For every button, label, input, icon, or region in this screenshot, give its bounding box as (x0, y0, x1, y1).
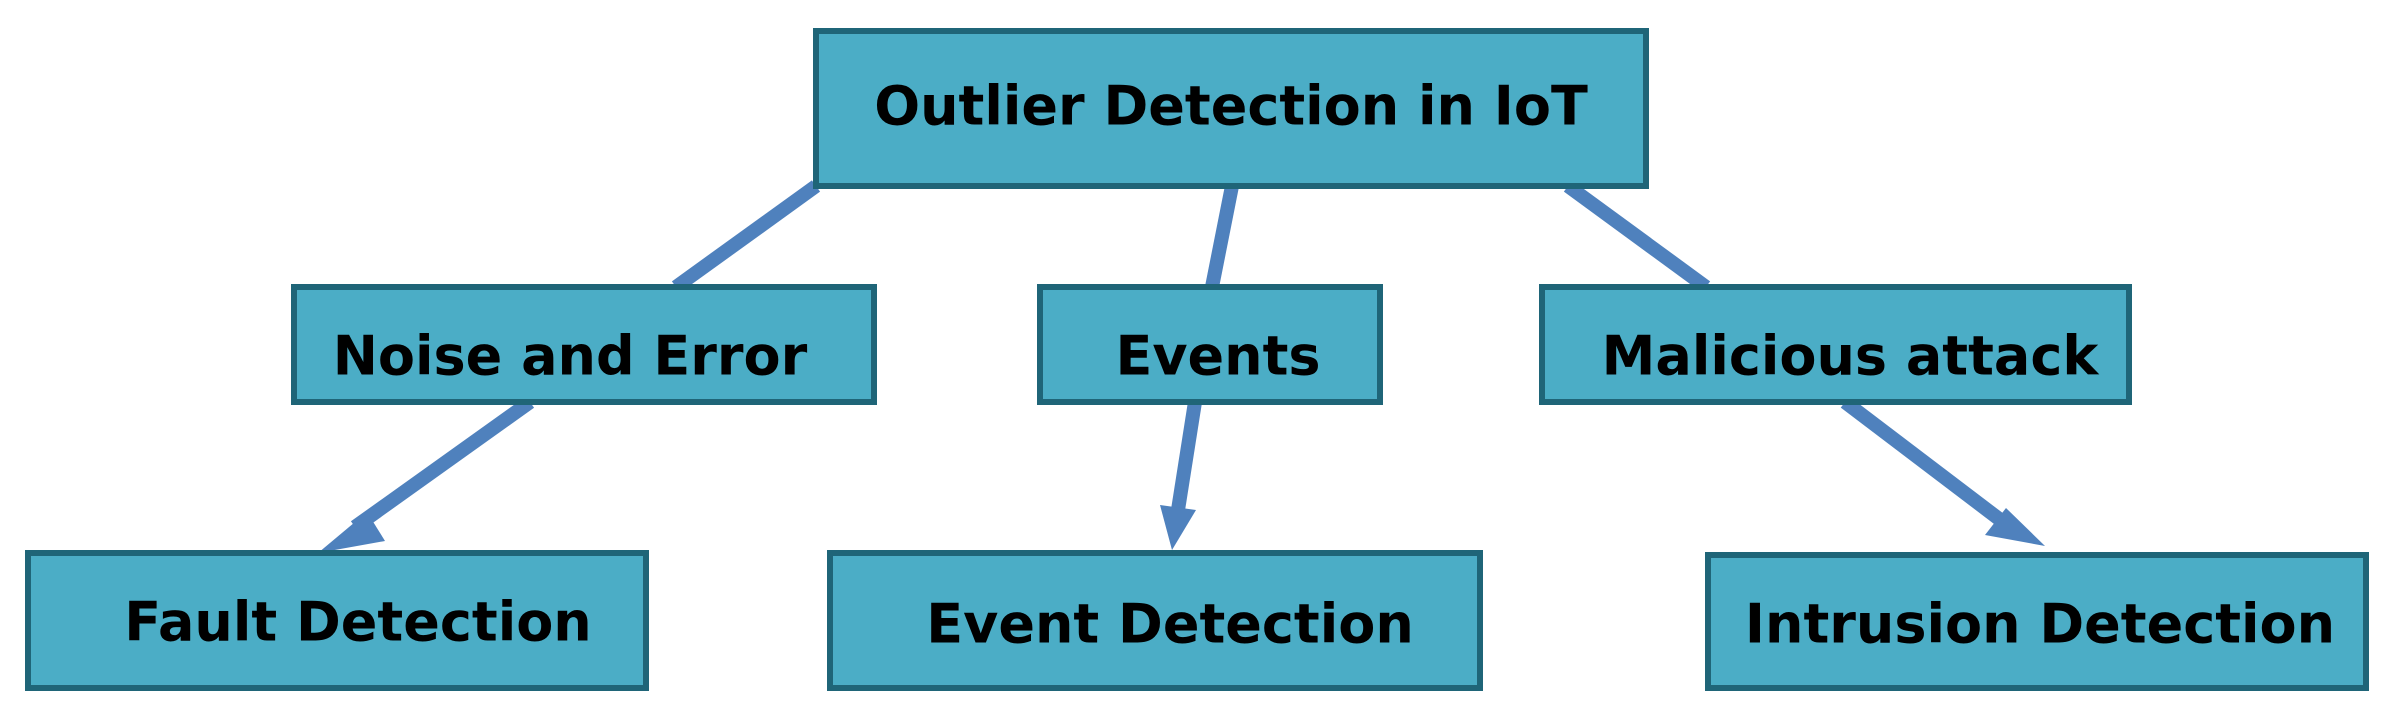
outcome-node-event-detection: Event Detection (827, 550, 1483, 691)
category-node-noise-and-error-box (291, 284, 877, 405)
arrowhead-to-intrusion-detection (1985, 508, 2045, 546)
connector-root-to-events (1205, 184, 1239, 289)
category-node-noise-and-error-label: Noise and Error (333, 325, 808, 388)
arrow-shaft-noise-to-fault (350, 396, 535, 533)
category-node-malicious-attack-label: Malicious attack (1602, 325, 2100, 388)
category-node-events-label: Events (1115, 325, 1320, 388)
category-node-noise-and-error: Noise and Error (291, 284, 877, 405)
arrowhead-to-event-detection (1160, 505, 1196, 550)
category-node-malicious-attack-box (1539, 284, 2132, 405)
category-node-events: Events (1037, 284, 1383, 405)
outcome-node-fault-detection-label: Fault Detection (124, 591, 592, 654)
arrowhead-to-fault-detection (318, 512, 385, 553)
category-node-malicious-attack: Malicious attack (1539, 284, 2132, 405)
outcome-node-fault-detection: Fault Detection (25, 550, 649, 691)
root-node-box (813, 28, 1649, 189)
outcome-node-fault-detection-box (25, 550, 649, 691)
connector-root-to-malicious-attack (1563, 180, 1711, 293)
category-node-events-box (1037, 284, 1383, 405)
outcome-node-event-detection-label: Event Detection (926, 593, 1414, 656)
outcome-node-intrusion-detection: Intrusion Detection (1705, 552, 2369, 691)
arrow-shaft-malicious-to-intrusion (1840, 396, 2012, 531)
root-node: Outlier Detection in IoT (813, 28, 1649, 189)
outcome-node-event-detection-box (827, 550, 1483, 691)
outcome-node-intrusion-detection-label: Intrusion Detection (1745, 593, 2335, 656)
outcome-node-intrusion-detection-box (1705, 552, 2369, 691)
connector-root-to-noise-and-error (671, 180, 821, 293)
root-node-label: Outlier Detection in IoT (874, 75, 1588, 138)
arrow-shaft-events-to-event-detection (1171, 400, 1202, 512)
